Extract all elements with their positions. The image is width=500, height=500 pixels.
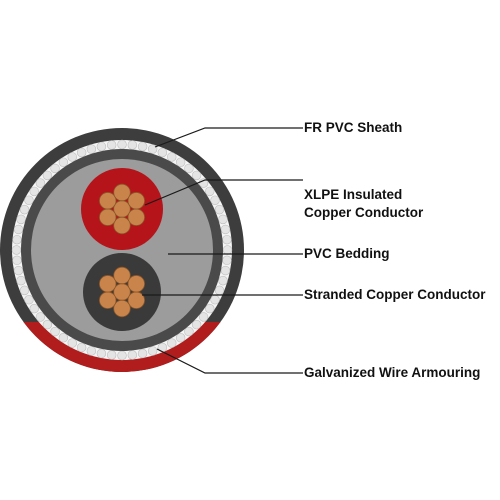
armour-wire: [67, 338, 77, 348]
label-xlpe-insulated: XLPE Insulated: [304, 187, 403, 202]
stranded-copper-conductor-bottom: [99, 266, 145, 318]
armour-wire: [16, 275, 26, 286]
armour-wire: [157, 147, 168, 158]
armour-wire: [106, 140, 117, 150]
armour-wire: [11, 245, 22, 255]
copper-strand: [127, 192, 145, 210]
armour-wire: [184, 163, 194, 174]
armour-wire: [67, 152, 77, 162]
copper-strand: [113, 299, 131, 318]
armour-wire: [12, 234, 22, 245]
armour-wire: [13, 265, 24, 276]
armour-wire: [50, 326, 60, 337]
leader-line-sheath: [154, 127, 303, 148]
armour-wire: [96, 141, 107, 152]
label-fr-pvc-sheath: FR PVC Sheath: [304, 120, 403, 135]
armour-wire: [210, 195, 220, 205]
copper-strand: [99, 291, 117, 309]
armour-wire: [147, 346, 158, 356]
armour-wire: [58, 333, 69, 343]
label-pvc-bedding: PVC Bedding: [304, 246, 390, 261]
armour-wire: [137, 141, 148, 152]
armour-wire: [198, 312, 209, 322]
armour-wire: [191, 319, 202, 330]
armour-wire: [12, 255, 22, 266]
armour-wire: [214, 204, 225, 215]
armour-wire: [76, 342, 87, 353]
armour-wire: [137, 348, 148, 359]
armour-wire: [42, 319, 53, 330]
armour-wire: [214, 285, 225, 296]
armour-wire: [29, 303, 39, 314]
armour-wire: [220, 265, 231, 276]
armour-wire: [19, 204, 30, 215]
armour-wire: [175, 157, 186, 167]
label-stranded-copper-conductor: Stranded Copper Conductor: [304, 287, 486, 302]
armour-wire: [29, 186, 39, 197]
armour-wire: [106, 350, 117, 360]
armour-wire: [117, 139, 127, 150]
armour-wire: [42, 170, 53, 181]
armour-wire: [13, 224, 24, 235]
armour-wire: [19, 285, 30, 296]
armour-wire: [205, 186, 215, 197]
armour-wire: [127, 140, 138, 150]
copper-strand: [113, 266, 131, 285]
armour-wire: [147, 144, 158, 154]
armour-wire: [96, 348, 107, 359]
copper-strand: [99, 275, 117, 293]
armour-wire: [222, 245, 233, 255]
armour-wire: [24, 295, 34, 305]
armour-wire: [167, 338, 177, 348]
armour-wire: [205, 303, 215, 314]
armour-wire: [50, 163, 60, 174]
copper-strand: [113, 183, 131, 202]
armour-wire: [175, 333, 186, 343]
label-galvanized-wire-armouring: Galvanized Wire Armouring: [304, 365, 481, 380]
leader-line-armouring: [156, 348, 303, 374]
armour-wire: [222, 255, 232, 266]
copper-conductor-top: [99, 183, 145, 235]
armour-wire: [222, 234, 232, 245]
armour-wire: [117, 350, 127, 361]
copper-strand: [113, 283, 131, 301]
armour-wire: [58, 157, 69, 167]
copper-strand: [127, 208, 145, 226]
label-copper-conductor: Copper Conductor: [304, 205, 424, 220]
armour-wire: [86, 346, 97, 356]
armour-wire: [220, 224, 231, 235]
armour-wire: [191, 170, 202, 181]
armour-wire: [86, 144, 97, 154]
copper-strand: [127, 275, 145, 293]
copper-strand: [99, 192, 117, 210]
armour-wire: [184, 326, 194, 337]
armour-wire: [35, 312, 46, 322]
leader-line-insulated: [144, 179, 303, 206]
copper-strand: [113, 216, 131, 235]
armour-wire: [127, 350, 138, 360]
armour-wire: [35, 178, 46, 188]
armour-wire: [16, 214, 26, 225]
armour-wire: [76, 147, 87, 158]
armour-wire: [167, 152, 177, 162]
armour-wire: [24, 195, 34, 205]
armour-wire: [218, 275, 228, 286]
copper-strand: [113, 200, 131, 218]
armour-wire: [218, 214, 228, 225]
armour-wire: [210, 295, 220, 305]
copper-strand: [99, 208, 117, 226]
